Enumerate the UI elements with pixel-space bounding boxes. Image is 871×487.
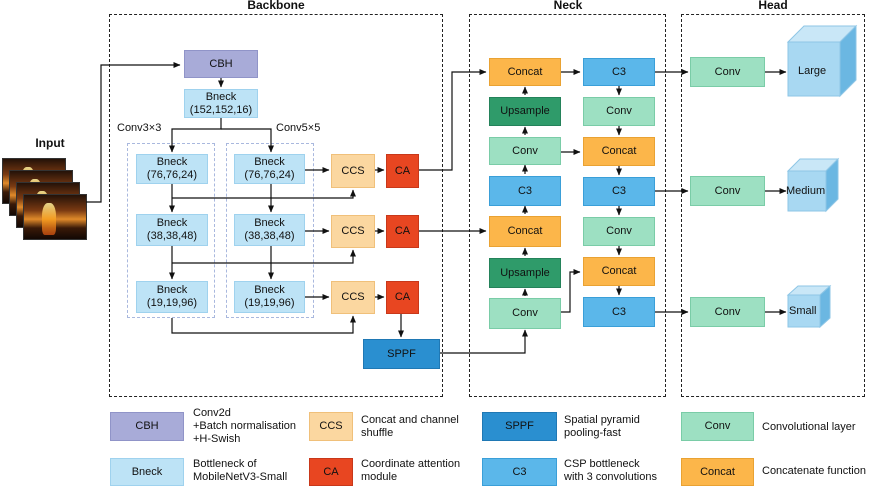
neck-conv-bottom: Conv (489, 298, 561, 329)
neck-c3-bottom: C3 (583, 297, 655, 327)
output-cubes (786, 24, 858, 329)
cbh-block: CBH (184, 50, 258, 78)
bneck-block-5x5-3: Bneck (19,19,96) (234, 281, 305, 313)
neck-conv-upper: Conv (489, 137, 561, 165)
neck-conv-col2-1: Conv (583, 97, 655, 126)
ccs-block-1: CCS (331, 154, 375, 188)
bneck-block-top: Bneck (152,152,16) (184, 89, 258, 118)
head-title: Head (758, 0, 788, 12)
neck-upsample-top: Upsample (489, 97, 561, 126)
legend-swatch-conv: Conv (681, 412, 754, 441)
legend-text-ca: Coordinate attention module (361, 458, 461, 483)
conv3x3-label: Conv3×3 (117, 122, 162, 134)
ca-block-2: CA (386, 215, 419, 248)
neck-region (469, 14, 666, 397)
output-cube-large (786, 24, 858, 98)
legend-swatch-ca: CA (309, 458, 353, 486)
legend-swatch-bneck: Bneck (110, 458, 184, 486)
neck-title: Neck (553, 0, 583, 12)
legend-swatch-cbh: CBH (110, 412, 184, 441)
output-label-large: Large (798, 65, 827, 77)
output-cube-medium (786, 157, 840, 213)
head-conv-large: Conv (690, 57, 765, 87)
legend-swatch-sppf: SPPF (482, 412, 557, 441)
legend-text-cbh: Conv2d +Batch normalisation +H-Swish (193, 407, 297, 445)
head-region (681, 14, 865, 397)
conv3x3-lane (127, 143, 215, 318)
conv5x5-label: Conv5×5 (276, 122, 321, 134)
backbone-region (109, 14, 443, 397)
legend-swatch-c3: C3 (482, 458, 557, 486)
output-label-medium: Medium (786, 185, 826, 197)
bneck-block-5x5-2: Bneck (38,38,48) (234, 214, 305, 246)
backbone-title: Backbone (247, 0, 305, 12)
legend-text-bneck: Bottleneck of MobileNetV3-Small (193, 458, 288, 483)
bneck-block-5x5-1: Bneck (76,76,24) (234, 154, 305, 184)
neck-c3-mid: C3 (489, 176, 561, 206)
ca-block-3: CA (386, 281, 419, 314)
neck-concat-top: Concat (489, 58, 561, 86)
neck-c3-top: C3 (583, 58, 655, 86)
bneck-block-3x3-3: Bneck (19,19,96) (136, 281, 208, 313)
legend-text-ccs: Concat and channel shuffle (361, 414, 459, 439)
legend-text-sppf: Spatial pyramid pooling-fast (564, 414, 640, 439)
bneck-block-3x3-2: Bneck (38,38,48) (136, 214, 208, 246)
bneck-block-3x3-1: Bneck (76,76,24) (136, 154, 208, 184)
legend-swatch-ccs: CCS (309, 412, 353, 441)
input-title: Input (35, 136, 65, 150)
neck-concat-col2-2: Concat (583, 257, 655, 286)
neck-c3-col2-mid: C3 (583, 177, 655, 206)
neck-upsample-bottom: Upsample (489, 258, 561, 288)
ccs-block-3: CCS (331, 281, 375, 314)
legend-text-concat: Concatenate function (762, 465, 866, 477)
neck-conv-col2-2: Conv (583, 217, 655, 246)
legend-swatch-concat: Concat (681, 458, 754, 486)
ca-block-1: CA (386, 154, 419, 188)
head-conv-small: Conv (690, 297, 765, 327)
head-conv-medium: Conv (690, 176, 765, 206)
legend-text-c3: CSP bottleneck with 3 convolutions (564, 458, 657, 483)
output-cube-small (786, 284, 832, 329)
legend-text-conv: Convolutional layer (762, 421, 856, 433)
output-label-small: Small (789, 305, 817, 317)
neck-concat-mid: Concat (489, 216, 561, 247)
sppf-block: SPPF (363, 339, 440, 369)
ccs-block-2: CCS (331, 215, 375, 248)
neck-concat-col2-1: Concat (583, 137, 655, 166)
